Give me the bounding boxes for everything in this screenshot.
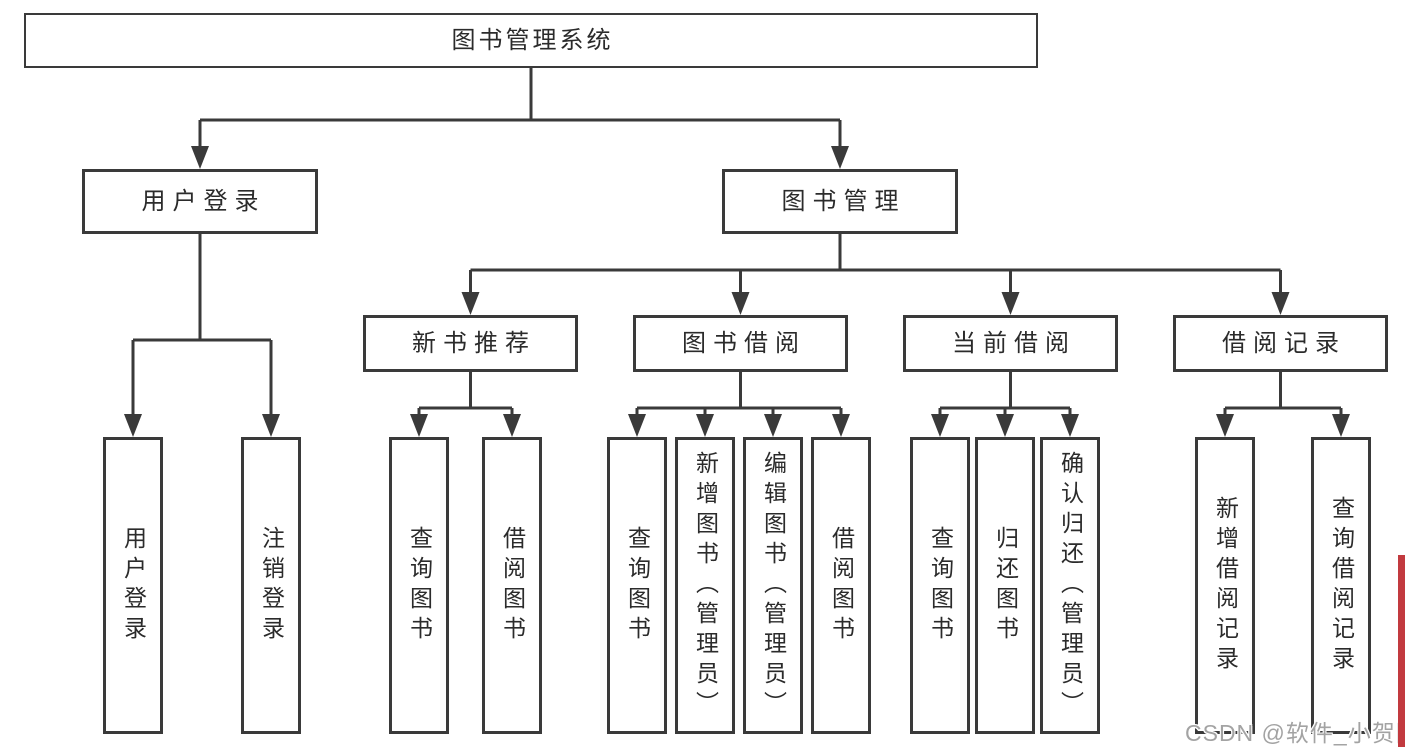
node-label: 归还图书 <box>992 525 1019 646</box>
node-label: 新增图书（管理员） <box>692 450 719 721</box>
node-label: 借阅图书 <box>499 525 526 646</box>
leaf-query-books-recommendation: 查询图书 <box>389 437 449 734</box>
node-label: 新增借阅记录 <box>1212 495 1239 676</box>
watermark-red-bar <box>1398 555 1405 747</box>
node-borrowing-records: 借阅记录 <box>1173 315 1388 372</box>
leaf-borrow-books-recommendation: 借阅图书 <box>482 437 542 734</box>
node-current-borrowing: 当前借阅 <box>903 315 1118 372</box>
node-label: 注销登录 <box>258 525 285 646</box>
node-label: 图书管理 <box>781 187 906 215</box>
node-book-management: 图书管理 <box>722 169 958 234</box>
leaf-query-borrowing-record: 查询借阅记录 <box>1311 437 1371 734</box>
node-label: 查询图书 <box>927 525 954 646</box>
leaf-logout-login: 注销登录 <box>241 437 301 734</box>
leaf-confirm-return-admin: 确认归还（管理员） <box>1040 437 1100 734</box>
node-label: 借阅记录 <box>1222 329 1346 357</box>
node-label: 借阅图书 <box>828 525 855 646</box>
node-label: 图书借阅 <box>682 329 806 357</box>
leaf-borrow-books-borrowing: 借阅图书 <box>811 437 871 734</box>
leaf-return-books: 归还图书 <box>975 437 1035 734</box>
node-label: 用户登录 <box>141 187 266 215</box>
leaf-add-books-admin: 新增图书（管理员） <box>675 437 735 734</box>
node-label: 编辑图书（管理员） <box>760 450 787 721</box>
node-label: 确认归还（管理员） <box>1057 450 1084 721</box>
leaf-user-login: 用户登录 <box>103 437 163 734</box>
node-label: 查询图书 <box>624 525 651 646</box>
leaf-query-books-current: 查询图书 <box>910 437 970 734</box>
node-label: 用户登录 <box>120 525 147 646</box>
node-label: 查询图书 <box>406 525 433 646</box>
leaf-edit-books-admin: 编辑图书（管理员） <box>743 437 803 734</box>
node-new-book-recommendation: 新书推荐 <box>363 315 578 372</box>
node-book-borrowing: 图书借阅 <box>633 315 848 372</box>
node-label: 图书管理系统 <box>451 26 614 54</box>
node-user-login: 用户登录 <box>82 169 318 234</box>
node-label: 当前借阅 <box>952 329 1076 357</box>
node-library-system: 图书管理系统 <box>24 13 1038 68</box>
node-label: 查询借阅记录 <box>1328 495 1355 676</box>
leaf-add-borrowing-record: 新增借阅记录 <box>1195 437 1255 734</box>
watermark-text: CSDN @软件_小贺同学 <box>1185 720 1405 746</box>
node-label: 新书推荐 <box>412 329 536 357</box>
leaf-query-books-borrowing: 查询图书 <box>607 437 667 734</box>
